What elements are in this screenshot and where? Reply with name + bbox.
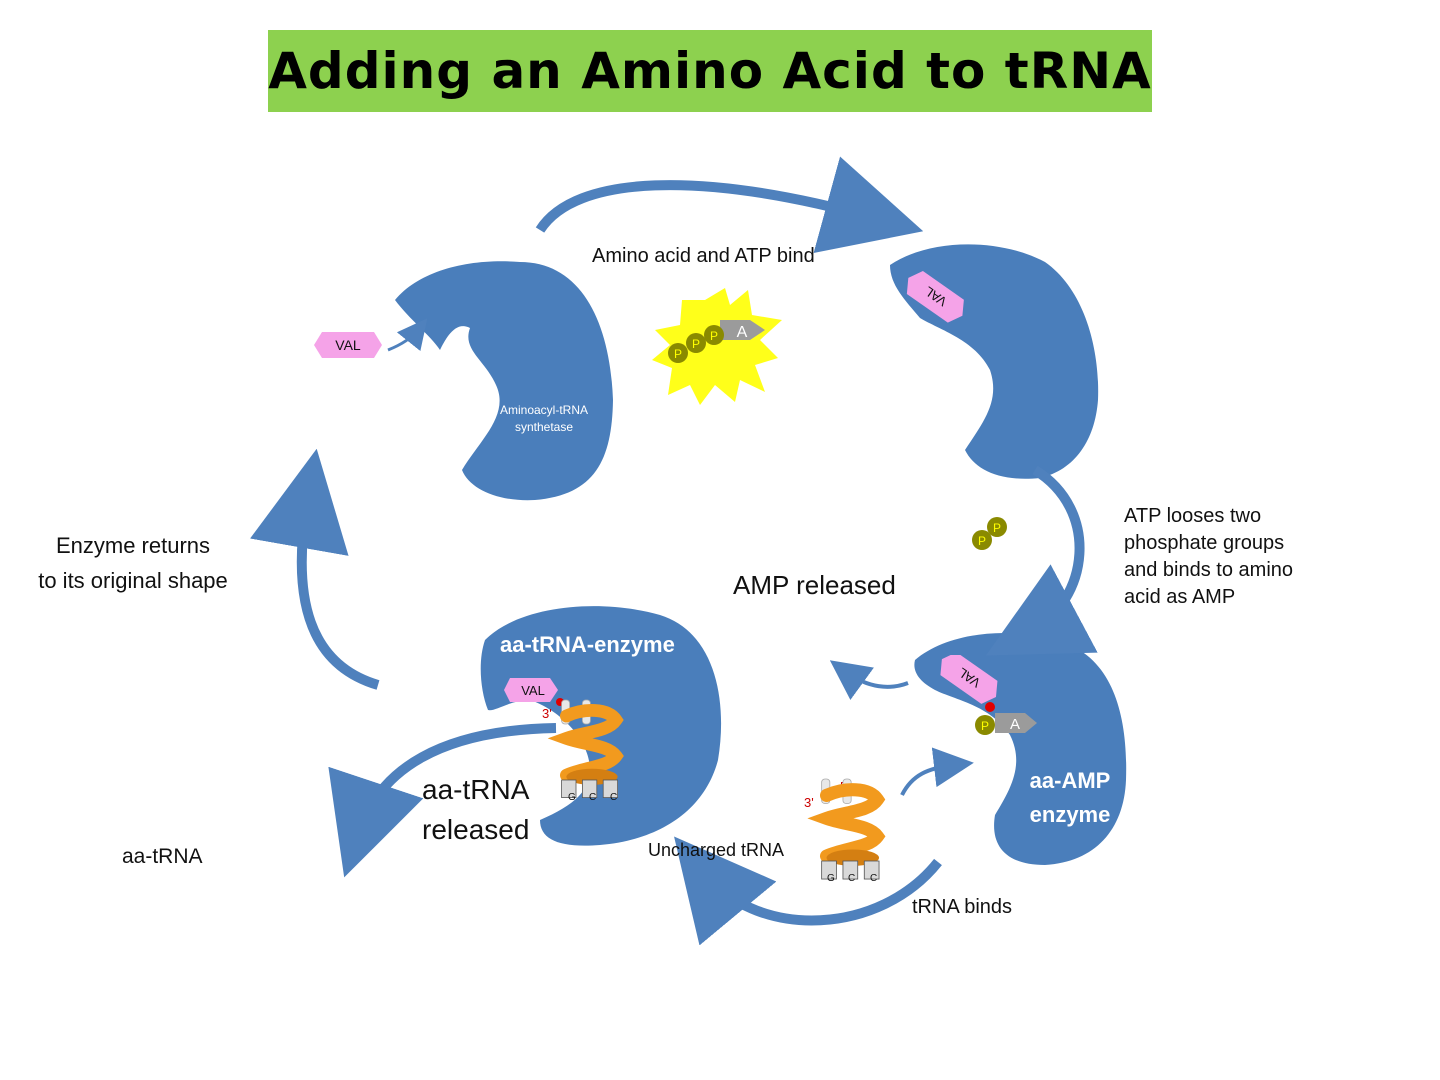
arrow-small-val (387, 318, 428, 352)
page-title: Adding an Amino Acid to tRNA (268, 42, 1152, 100)
label-uncharged-trna: Uncharged tRNA (648, 840, 785, 860)
arrow-top (535, 156, 924, 254)
aa-trna-complex: VAL 3' G C C (504, 678, 640, 800)
svg-text:3': 3' (804, 795, 814, 810)
arrow-left (250, 448, 380, 690)
arrow-bottom (674, 836, 942, 946)
val-amp: VAL A P (940, 655, 1037, 735)
label-trna-binds: tRNA binds (912, 896, 1013, 918)
arrow-right (985, 465, 1098, 656)
label-aa-trna: aa-tRNA (122, 845, 203, 868)
svg-text:C: C (610, 792, 617, 800)
svg-text:C: C (870, 873, 877, 884)
uncharged-trna: 3' 5' G C C (804, 775, 910, 895)
svg-text:P: P (674, 347, 682, 361)
svg-text:A: A (737, 324, 748, 341)
enzyme-synthetase (395, 261, 613, 501)
released-phosphates: P P (972, 517, 1007, 550)
svg-text:P: P (993, 521, 1001, 535)
val-bound: VAL (906, 271, 964, 323)
label-amino-acid-atp-bind: Amino acid and ATP bind (592, 245, 815, 267)
svg-text:3': 3' (542, 706, 552, 721)
label-enzyme-returns: Enzyme returns to its original shape (38, 533, 228, 593)
svg-text:G: G (827, 873, 835, 884)
arrow-small-trna (900, 747, 974, 796)
svg-text:A: A (1010, 716, 1020, 733)
label-aa-amp-enzyme: aa-AMP enzyme (1029, 768, 1111, 827)
label-amp-released: AMP released (733, 570, 896, 600)
label-aa-trna-enzyme: aa-tRNA-enzyme (500, 632, 675, 657)
svg-text:G: G (568, 792, 576, 800)
label-synthetase: Aminoacyl-tRNA synthetase (499, 403, 589, 434)
atp-molecule: A P P P (668, 320, 765, 363)
svg-text:P: P (981, 719, 989, 733)
label-aa-trna-released: aa-tRNA released (422, 774, 530, 845)
svg-text:P: P (692, 337, 700, 351)
svg-text:VAL: VAL (335, 337, 361, 353)
svg-text:VAL: VAL (521, 683, 545, 698)
svg-text:P: P (978, 534, 986, 548)
arrow-small-amp (829, 660, 909, 700)
svg-text:P: P (710, 329, 718, 343)
svg-text:C: C (848, 873, 855, 884)
label-atp-looses: ATP looses two phosphate groups and bind… (1124, 505, 1294, 608)
title-banner: Adding an Amino Acid to tRNA (268, 30, 1152, 112)
val-free: VAL (314, 332, 382, 358)
svg-text:C: C (589, 792, 596, 800)
arrow-release (328, 723, 557, 878)
atp-burst (652, 288, 782, 405)
